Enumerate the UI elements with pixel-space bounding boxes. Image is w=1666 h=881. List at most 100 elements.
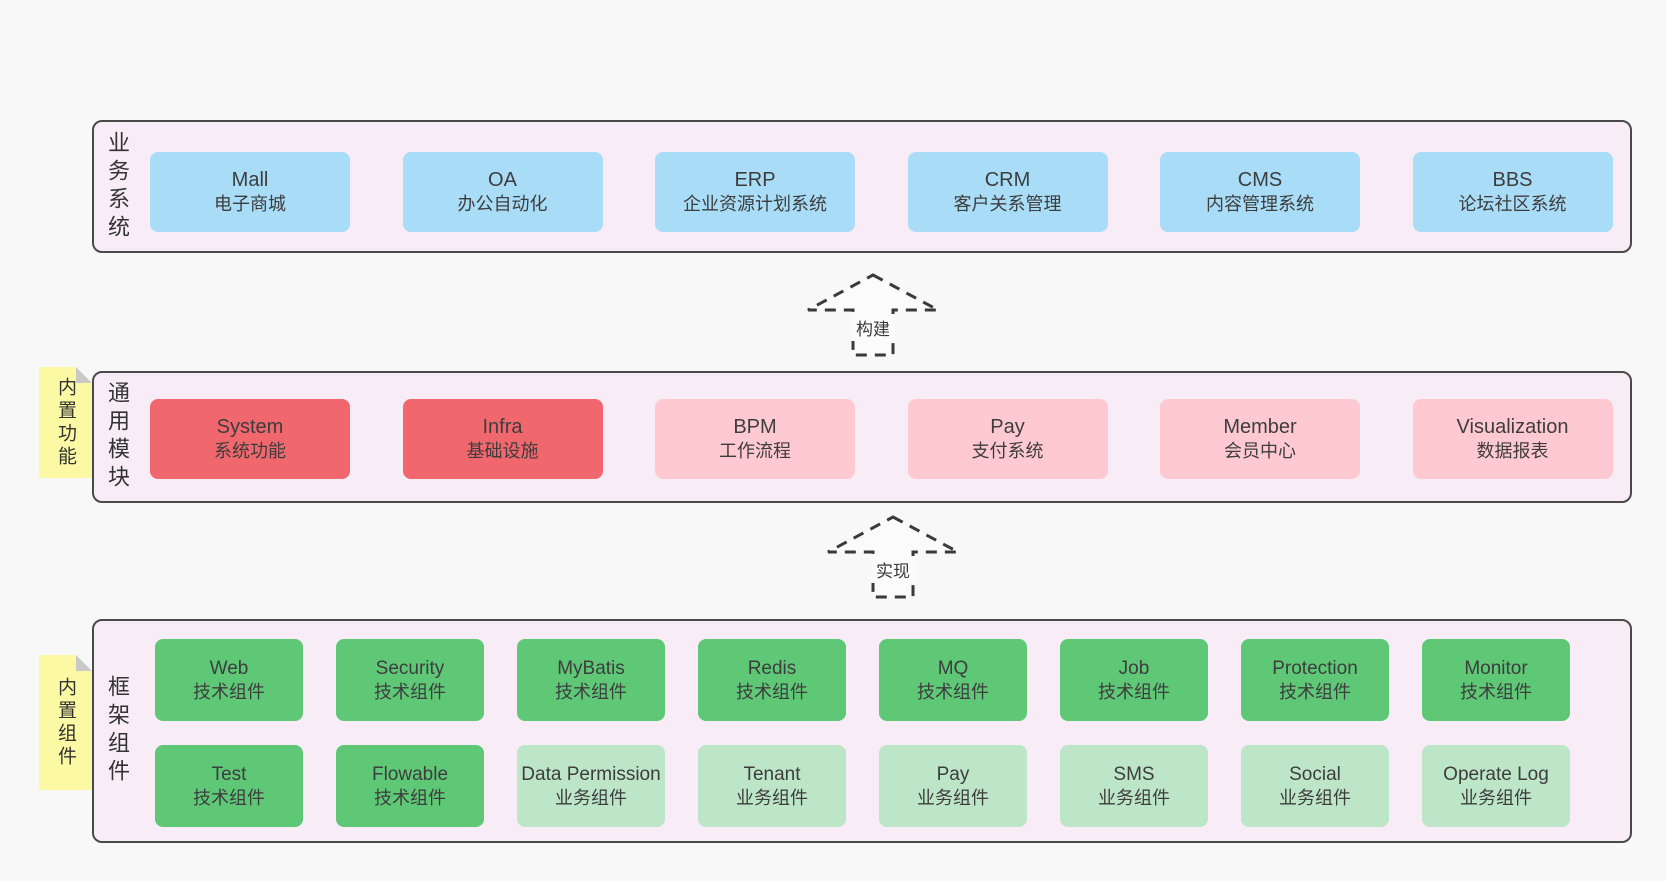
box-title: Operate Log [1443, 763, 1549, 785]
sticky-note-label: 内置组件 [55, 676, 76, 769]
arrow-label-build: 构建 [805, 314, 941, 341]
box-title: Data Permission [521, 763, 661, 785]
module-box-bpm: BPM 工作流程 [655, 399, 855, 479]
box-subtitle: 企业资源计划系统 [683, 194, 827, 215]
layer-label-framework-components: 框架组件 [105, 675, 130, 787]
box-title: Web [209, 657, 249, 679]
module-box-system: System 系统功能 [150, 399, 350, 479]
box-title: CMS [1237, 168, 1283, 191]
box-subtitle: 基础设施 [466, 441, 539, 462]
box-subtitle: 工作流程 [719, 441, 791, 462]
box-title: Mall [231, 168, 269, 191]
box-title: Social [1289, 763, 1341, 785]
box-subtitle: 业务组件 [1460, 787, 1532, 808]
box-subtitle: 论坛社区系统 [1458, 194, 1567, 215]
box-title: Visualization [1456, 415, 1569, 438]
box-subtitle: 业务组件 [1279, 787, 1351, 808]
module-box-infra: Infra 基础设施 [402, 399, 603, 479]
module-boxes-row: System 系统功能 Infra 基础设施 BPM 工作流程 Pay 支付系统 Member 会… [150, 399, 1613, 479]
box-title: Redis [747, 657, 797, 679]
box-title: ERP [734, 168, 776, 191]
box-title: Flowable [371, 763, 449, 785]
module-box-member: Member 会员中心 [1160, 399, 1360, 479]
box-title: BPM [733, 415, 777, 438]
sticky-note-built-in-features: 内置功能 [39, 367, 92, 478]
box-title: Protection [1272, 657, 1358, 679]
box-title: Pay [990, 415, 1025, 438]
module-box-crm: CRM 客户关系管理 [907, 152, 1108, 232]
box-subtitle: 会员中心 [1224, 441, 1296, 462]
layer-business-systems: 业务系统 Mall 电子商城 OA 办公自动化 ERP 企业资源计划系统 CRM 客户关系管理… [92, 120, 1632, 253]
box-subtitle: 业务组件 [736, 787, 808, 808]
box-subtitle: 技术组件 [917, 681, 989, 702]
box-title: OA [488, 168, 517, 191]
box-subtitle: 内容管理系统 [1206, 194, 1314, 215]
box-title: Security [375, 657, 445, 679]
box-subtitle: 技术组件 [555, 681, 627, 702]
box-subtitle: 技术组件 [1460, 681, 1532, 702]
box-subtitle: 办公自动化 [457, 194, 548, 215]
box-subtitle: 技术组件 [193, 681, 265, 702]
box-title: CRM [984, 168, 1031, 191]
sticky-note-label: 内置功能 [55, 376, 76, 469]
box-subtitle: 业务组件 [1098, 787, 1170, 808]
box-title: System [216, 415, 284, 438]
box-title: Pay [936, 763, 970, 785]
module-box-bbs: BBS 论坛社区系统 [1412, 152, 1613, 232]
box-subtitle: 业务组件 [917, 787, 989, 808]
module-box-mall: Mall 电子商城 [150, 152, 350, 232]
note-fold-corner-icon [76, 655, 92, 671]
box-title: MQ [937, 657, 969, 679]
box-title: MyBatis [557, 657, 625, 679]
box-title: Job [1118, 657, 1150, 679]
box-subtitle: 系统功能 [214, 441, 286, 462]
box-title: Monitor [1464, 657, 1528, 679]
box-subtitle: 技术组件 [1098, 681, 1170, 702]
module-box-pay: Pay 支付系统 [907, 399, 1108, 479]
box-subtitle: 数据报表 [1476, 441, 1549, 462]
module-box-oa: OA 办公自动化 [402, 152, 603, 232]
sticky-note-built-in-components: 内置组件 [39, 655, 92, 790]
note-fold-corner-icon [76, 367, 92, 383]
box-subtitle: 支付系统 [971, 441, 1044, 462]
box-title: BBS [1492, 168, 1533, 191]
arrow-label-implement: 实现 [825, 556, 961, 583]
box-title: Test [211, 763, 247, 785]
box-subtitle: 客户关系管理 [953, 194, 1062, 215]
box-subtitle: 技术组件 [193, 787, 265, 808]
box-title: Tenant [743, 763, 801, 785]
box-subtitle: 电子商城 [214, 194, 286, 215]
box-subtitle: 业务组件 [555, 787, 627, 808]
box-subtitle: 技术组件 [374, 787, 446, 808]
box-title: SMS [1113, 763, 1155, 785]
layer-label-business-systems: 业务系统 [105, 130, 130, 243]
arrow-label-text: 构建 [851, 314, 895, 341]
arrow-label-text: 实现 [871, 556, 915, 583]
layer-common-modules: 通用模块 System 系统功能 Infra 基础设施 BPM 工作流程 Pay 支付系统 Me… [92, 371, 1632, 503]
box-title: Member [1223, 415, 1297, 438]
box-subtitle: 技术组件 [736, 681, 808, 702]
box-title: Infra [482, 415, 523, 438]
module-box-cms: CMS 内容管理系统 [1160, 152, 1360, 232]
layer-label-common-modules: 通用模块 [105, 381, 130, 493]
